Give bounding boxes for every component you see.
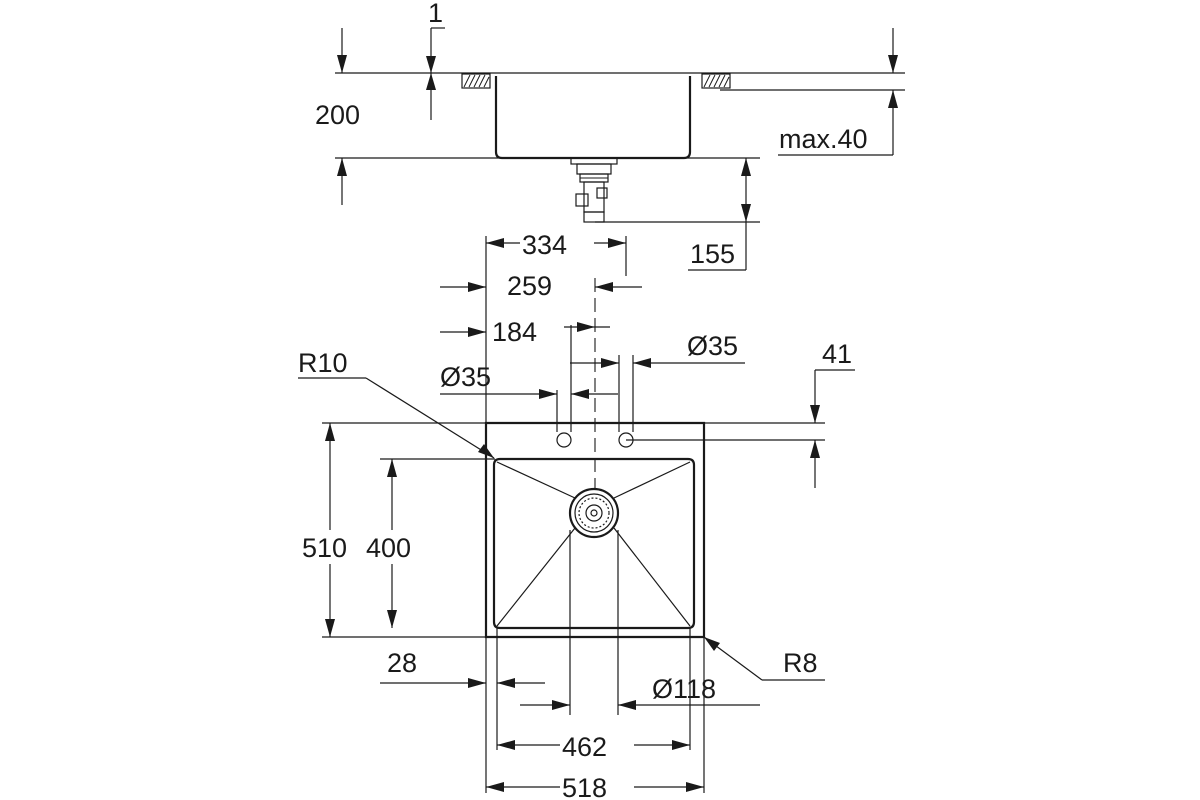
dim-334-label: 334 <box>522 230 567 260</box>
bowl-profile <box>494 76 692 160</box>
dim-outer-radius-label: R10 <box>298 348 348 378</box>
dim-depth-outer-label: 510 <box>302 533 347 563</box>
dim-outer-width-label: 518 <box>562 773 607 800</box>
dim-rim-28-label: 28 <box>387 648 417 678</box>
drain-assembly <box>570 157 618 223</box>
dim-inner-radius-label: R8 <box>783 648 818 678</box>
waste-outlet <box>568 487 620 539</box>
dim-bowl-depth-label: 200 <box>315 100 360 130</box>
tap-hole-left <box>556 432 572 448</box>
tap-hole-right <box>618 432 634 448</box>
sink-outer-edge <box>484 421 706 639</box>
slope-line-tl <box>496 461 576 499</box>
dim-tap-hole-right-label: Ø35 <box>687 331 738 361</box>
dim-41-label: 41 <box>822 339 852 369</box>
dim-inner-width-label: 462 <box>562 732 607 762</box>
dim-counter-max-label: max.40 <box>779 124 868 154</box>
dim-waste-diameter-label: Ø118 <box>652 674 716 704</box>
slope-line-br <box>613 527 691 627</box>
left-rim-hatch <box>461 73 491 89</box>
dim-drain-depth-label: 155 <box>690 239 735 269</box>
dim-184-label: 184 <box>492 317 537 347</box>
dim-depth-inner-label: 400 <box>366 533 411 563</box>
bowl-inner-edge <box>492 457 696 630</box>
top-view: 334 259 184 Ø35 Ø35 41 <box>298 226 855 800</box>
dim-259-label: 259 <box>507 271 552 301</box>
right-rim-hatch <box>701 73 731 89</box>
dim-tap-hole-left-label: Ø35 <box>440 362 491 392</box>
dim-rim-thickness-label: 1 <box>428 0 443 28</box>
side-view: 1 200 max.40 155 <box>315 0 905 271</box>
slope-line-bl <box>496 527 576 627</box>
slope-line-tr <box>613 461 691 499</box>
